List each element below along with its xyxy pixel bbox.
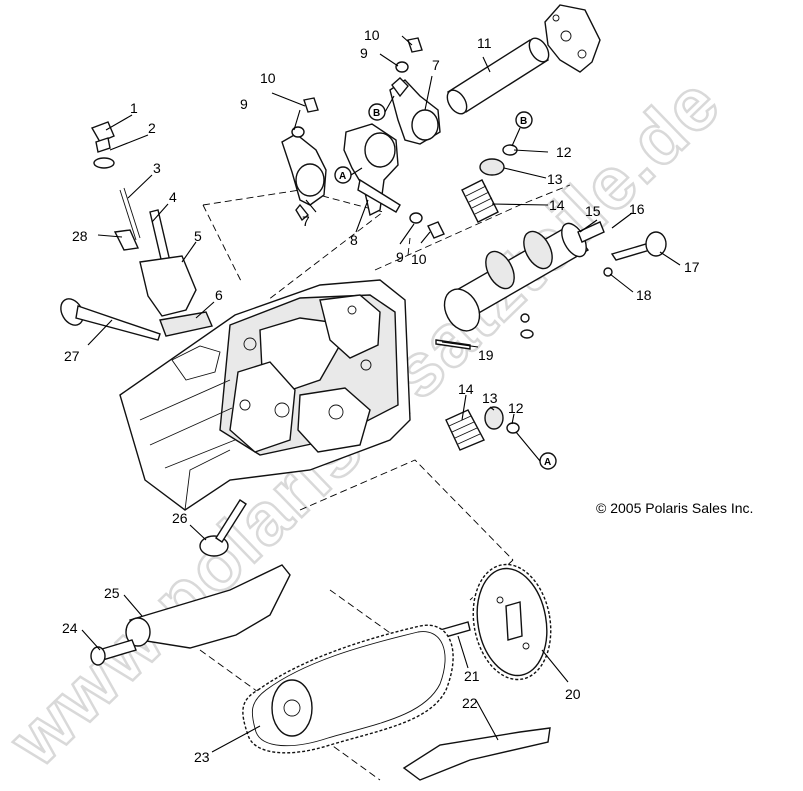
callout-9-bottom: 9 xyxy=(396,249,404,265)
callout-10-top: 10 xyxy=(364,27,380,43)
callout-9-top: 9 xyxy=(360,45,368,61)
callout-13-top: 13 xyxy=(547,171,563,187)
breather-cover xyxy=(544,4,601,73)
callout-1: 1 xyxy=(130,100,138,116)
exhaust-valve xyxy=(199,499,247,557)
callout-27: 27 xyxy=(64,348,80,364)
callout-25: 25 xyxy=(104,585,120,601)
callout-6: 6 xyxy=(215,287,223,303)
timing-chain xyxy=(242,624,454,754)
callout-12-bottom: 12 xyxy=(508,400,524,416)
callout-16: 16 xyxy=(629,201,645,217)
valve-spring-upper xyxy=(461,144,518,223)
callout-4: 4 xyxy=(169,189,177,205)
callout-21: 21 xyxy=(464,668,480,684)
callout-9-left: 9 xyxy=(240,96,248,112)
cylinder-head xyxy=(119,279,411,511)
valve-spring-lower xyxy=(445,406,520,451)
callout-28: 28 xyxy=(72,228,88,244)
tensioner-parts xyxy=(90,121,213,337)
rocker-arm-7-right xyxy=(389,77,441,145)
leader-lines xyxy=(81,35,681,753)
callout-10-bottom: 10 xyxy=(411,251,427,267)
callout-11: 11 xyxy=(477,35,492,51)
callout-18: 18 xyxy=(636,287,652,303)
callout-20: 20 xyxy=(565,686,581,702)
callout-14-bottom: 14 xyxy=(458,381,474,397)
adjuster-screws xyxy=(291,37,445,239)
callout-15: 15 xyxy=(585,203,601,219)
lower-chain-guide xyxy=(402,727,551,781)
marker-a-top: A xyxy=(339,171,346,182)
callout-13-bottom: 13 xyxy=(482,390,498,406)
callout-5: 5 xyxy=(194,228,202,244)
marker-a-bottom: A xyxy=(544,457,551,468)
callout-numbers: 1 2 3 4 5 6 28 27 10 9 10 9 11 7 7 8 9 1… xyxy=(62,27,700,765)
callout-22: 22 xyxy=(462,695,478,711)
callout-14-top: 14 xyxy=(549,197,565,213)
callout-8: 8 xyxy=(350,232,358,248)
chain-guide xyxy=(90,564,291,666)
callout-3: 3 xyxy=(153,160,161,176)
intake-valve xyxy=(60,298,161,341)
reference-markers: A A B B xyxy=(334,95,557,470)
callout-2: 2 xyxy=(148,120,156,136)
callout-12-top: 12 xyxy=(556,144,572,160)
callout-24: 24 xyxy=(62,620,78,636)
callout-7-right: 7 xyxy=(432,57,440,73)
callout-10-left: 10 xyxy=(260,70,276,86)
callout-17: 17 xyxy=(684,259,700,275)
rocker-arm-7-left xyxy=(281,133,327,222)
cam-sprocket xyxy=(439,563,552,681)
copyright-notice: © 2005 Polaris Sales Inc. xyxy=(596,500,753,516)
callout-23: 23 xyxy=(194,749,210,765)
callout-26: 26 xyxy=(172,510,188,526)
marker-b-right: B xyxy=(520,116,527,127)
rocker-shaft xyxy=(446,37,550,115)
callout-19: 19 xyxy=(478,347,494,363)
marker-b-left: B xyxy=(373,108,380,119)
callout-7-left: 7 xyxy=(302,213,310,229)
rocker-arm-8 xyxy=(343,123,401,217)
